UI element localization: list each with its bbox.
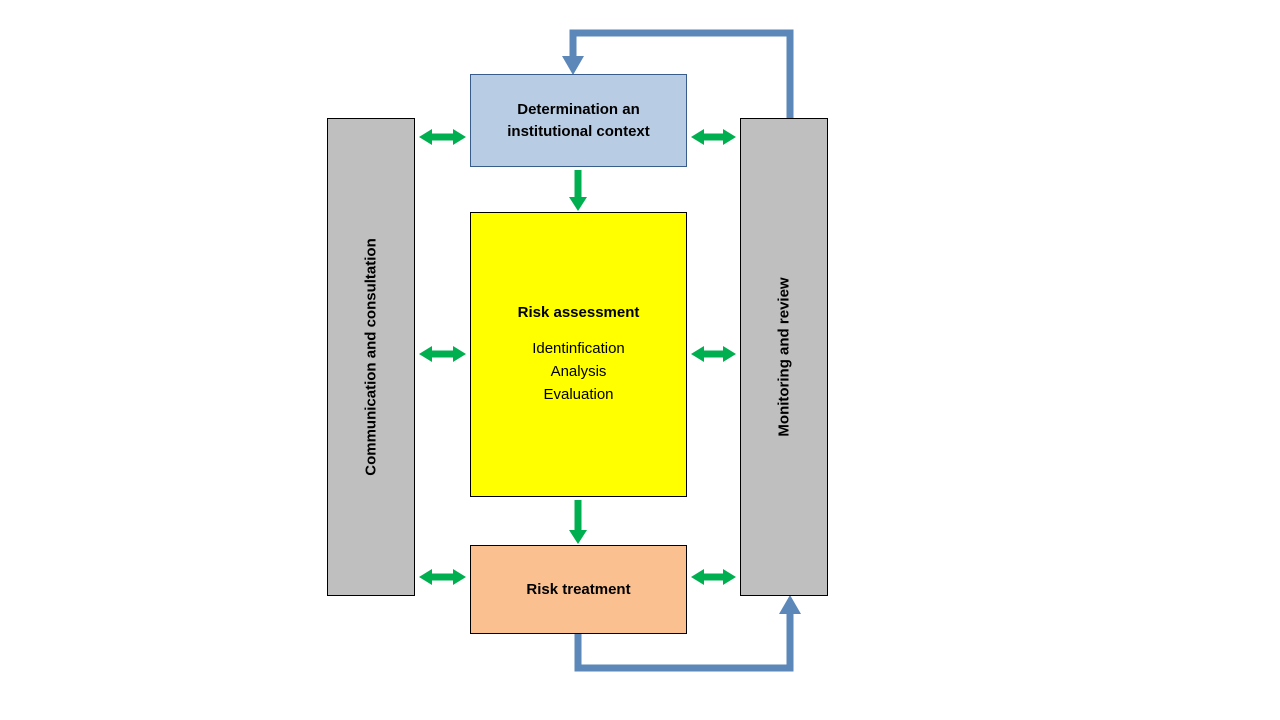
green-arrow-right-treatment	[691, 569, 736, 585]
green-arrow-right-context	[691, 129, 736, 145]
communication-label: Communication and consultation	[362, 238, 380, 476]
blue-arrowhead-into-context	[562, 56, 584, 75]
context-label: Determination an institutional context	[507, 100, 650, 140]
green-arrow-context-to-assessment	[569, 170, 587, 211]
blue-arrowhead-into-monitoring	[779, 595, 801, 614]
risk-assessment-item-evaluation: Evaluation	[543, 385, 614, 403]
blue-connector-top	[569, 29, 794, 118]
risk-assessment-item-identification: Identinfication	[532, 339, 625, 357]
green-arrow-left-treatment	[419, 569, 466, 585]
risk-assessment-item-analysis: Analysis	[550, 362, 607, 380]
context-box: Determination an institutional context	[470, 74, 687, 167]
green-arrow-left-assessment	[419, 346, 466, 362]
green-arrow-left-context	[419, 129, 466, 145]
risk-assessment-box: Risk assessment Identinfication Analysis…	[470, 212, 687, 497]
green-arrow-right-assessment	[691, 346, 736, 362]
green-arrow-assessment-to-treatment	[569, 500, 587, 544]
communication-box: Communication and consultation	[327, 118, 415, 596]
risk-assessment-title: Risk assessment	[517, 303, 640, 321]
monitoring-label: Monitoring and review	[775, 277, 793, 437]
blue-connector-bottom	[574, 612, 794, 672]
risk-treatment-box: Risk treatment	[470, 545, 687, 634]
monitoring-box: Monitoring and review	[740, 118, 828, 596]
risk-treatment-label: Risk treatment	[526, 581, 631, 598]
